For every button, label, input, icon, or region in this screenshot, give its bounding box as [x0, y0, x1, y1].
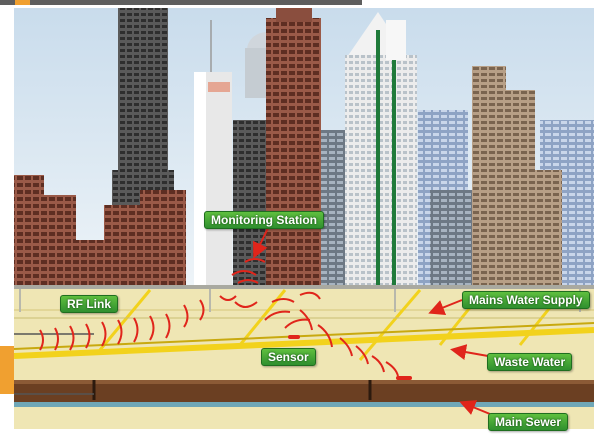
waste-water-pipe — [13, 327, 594, 359]
waste-water-label: Waste Water — [487, 353, 573, 371]
tan-tower — [472, 66, 562, 285]
brown-tower — [266, 18, 321, 285]
sewer-water — [14, 402, 594, 407]
top-tab — [15, 0, 30, 5]
radio-wave-icon — [39, 258, 399, 377]
top-bar — [0, 0, 362, 5]
sensor-label: Sensor — [261, 348, 316, 366]
white-green-tower — [345, 12, 417, 285]
white-tower — [194, 20, 232, 285]
side-accent — [0, 346, 14, 394]
main-sewer-label: Main Sewer — [488, 413, 569, 431]
soil-layer — [14, 380, 594, 402]
monitoring-station-label: Monitoring Station — [204, 211, 324, 229]
rf-link-label: RF Link — [60, 295, 118, 313]
skyline-left-brown — [14, 175, 186, 285]
mains-water-supply-label: Mains Water Supply — [462, 291, 590, 309]
pointer-arrow-icon — [252, 227, 491, 415]
